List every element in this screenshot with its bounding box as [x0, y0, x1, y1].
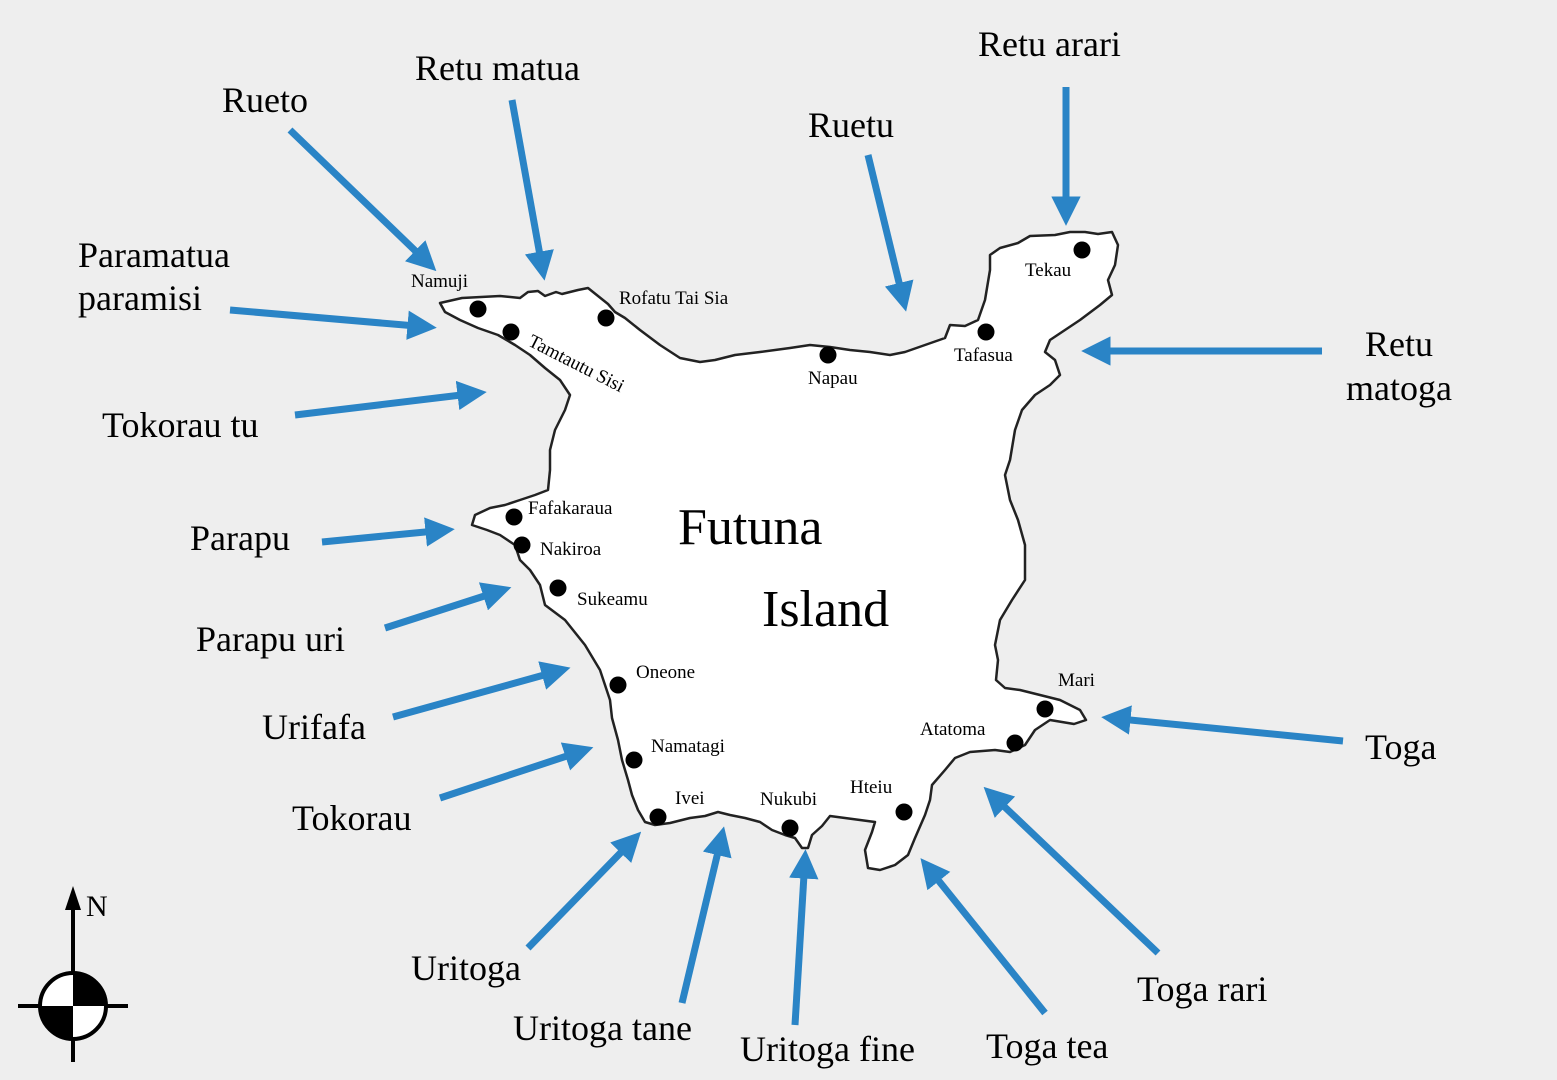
wind-label-paramatua-paramisi: Paramatua paramisi	[78, 235, 230, 320]
wind-label-paramatua: Paramatua	[78, 235, 230, 275]
place-label-namatagi: Namatagi	[651, 736, 725, 757]
north-label: N	[86, 890, 108, 923]
wind-label-toga: Toga	[1365, 727, 1437, 767]
wind-label-tokorau-tu: Tokorau tu	[102, 405, 259, 445]
island-outline	[438, 230, 1120, 872]
place-label-rofatu-tai-sia: Rofatu Tai Sia	[619, 288, 729, 309]
wind-label-toga-tea: Toga tea	[986, 1026, 1109, 1066]
island-name-line2: Island	[762, 581, 890, 638]
marker-napau	[819, 346, 837, 364]
wind-label-retu-matoga: Retu matoga	[1346, 324, 1452, 410]
wind-label-retu-matua: Retu matua	[415, 48, 580, 88]
place-label-hteiu: Hteiu	[850, 777, 893, 798]
wind-label-retu-arari: Retu arari	[978, 24, 1121, 64]
wind-label-tokorau: Tokorau	[292, 798, 412, 838]
marker-oneone	[609, 676, 627, 694]
arrow-tokorau	[438, 742, 594, 802]
place-label-oneone: Oneone	[636, 662, 696, 683]
marker-tekau	[1073, 241, 1091, 259]
place-label-nakiroa: Nakiroa	[540, 539, 602, 560]
arrow-parapu-uri	[383, 582, 512, 632]
marker-nukubi	[781, 819, 799, 837]
marker-tamtautu-sisi	[502, 323, 520, 341]
north-compass-icon	[18, 886, 128, 1062]
place-label-namuji: Namuji	[411, 271, 468, 292]
place-label-tafasua: Tafasua	[954, 345, 1013, 366]
marker-atatoma	[1006, 734, 1024, 752]
place-label-tekau: Tekau	[1025, 260, 1072, 281]
arrow-uritoga	[525, 831, 642, 951]
marker-namatagi	[625, 751, 643, 769]
arrow-toga-tea	[920, 858, 1048, 1016]
island-name-line1: Futuna	[678, 499, 823, 556]
wind-label-retu: Retu	[1364, 324, 1433, 364]
place-label-ivei: Ivei	[675, 788, 705, 809]
wind-label-rueto: Rueto	[222, 80, 308, 120]
arrow-paramatua-paramisi	[229, 306, 437, 340]
arrow-toga-rari	[983, 786, 1161, 956]
wind-label-uritoga-tane: Uritoga tane	[513, 1008, 692, 1048]
marker-rofatu-tai-sia	[597, 309, 615, 327]
wind-label-uritoga-fine: Uritoga fine	[740, 1029, 915, 1069]
marker-tafasua	[977, 323, 995, 341]
place-label-nukubi: Nukubi	[760, 789, 817, 810]
wind-label-urifafa: Urifafa	[262, 707, 366, 747]
arrow-rueto	[287, 127, 437, 272]
marker-mari	[1036, 700, 1054, 718]
arrow-tokorau-tu	[294, 380, 487, 419]
wind-label-parapu-uri: Parapu uri	[196, 619, 345, 659]
place-label-mari: Mari	[1058, 670, 1095, 691]
arrow-ruetu	[864, 154, 914, 312]
wind-label-parapu: Parapu	[190, 518, 290, 558]
wind-label-ruetu: Ruetu	[808, 105, 894, 145]
wind-label-uritoga: Uritoga	[411, 948, 521, 988]
place-label-sukeamu: Sukeamu	[577, 589, 648, 610]
wind-label-paramisi: paramisi	[78, 278, 202, 319]
marker-sukeamu	[549, 579, 567, 597]
marker-ivei	[649, 808, 667, 826]
place-label-napau: Napau	[808, 368, 858, 389]
wind-label-toga-rari: Toga rari	[1137, 969, 1268, 1009]
marker-nakiroa	[513, 536, 531, 554]
arrow-toga	[1101, 705, 1344, 745]
marker-fafakaraua	[505, 508, 523, 526]
place-label-atatoma: Atatoma	[920, 719, 986, 740]
marker-namuji	[469, 300, 487, 318]
arrow-retu-matua	[508, 99, 554, 281]
arrow-urifafa	[392, 661, 571, 721]
marker-hteiu	[895, 803, 913, 821]
arrow-parapu	[321, 517, 455, 547]
wind-label-matoga: matoga	[1346, 368, 1452, 409]
arrow-uritoga-tane	[678, 826, 732, 1004]
arrow-uritoga-fine	[789, 849, 819, 1026]
place-label-fafakaraua: Fafakaraua	[528, 498, 613, 519]
